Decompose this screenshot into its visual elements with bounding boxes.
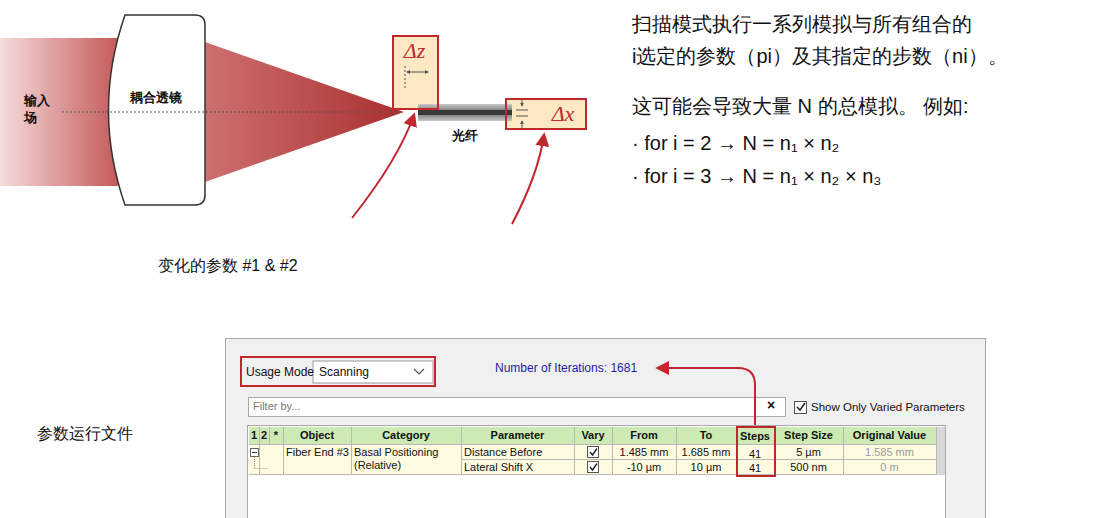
parameter-symbol: Δx xyxy=(543,102,583,126)
checkbox xyxy=(795,402,807,414)
fiber-label: 光纤 xyxy=(452,127,478,144)
clear-button: × xyxy=(767,397,775,413)
table-cell: 0 m xyxy=(843,461,936,474)
software-panel xyxy=(226,339,986,518)
table-cell: -10 µm xyxy=(612,461,676,474)
collapse-icon xyxy=(251,449,259,457)
caption-text: 变化的参数 #1 & #2 xyxy=(158,256,298,277)
field-label: Usage Mode xyxy=(246,364,314,380)
table-cell: Lateral Shift X xyxy=(461,461,574,474)
dropdown xyxy=(313,361,433,383)
table-cell: Distance Before xyxy=(461,446,574,459)
column-header: Step Size xyxy=(774,428,843,443)
dropdown-chevron xyxy=(412,366,426,378)
side-label: 参数运行文件 xyxy=(37,424,133,445)
table-cell: Fiber End #3 xyxy=(283,446,351,459)
check-mark xyxy=(797,403,805,410)
table-cell: 1.485 mm xyxy=(612,446,676,459)
lens-label: 耦合透镜 xyxy=(130,89,182,106)
table-rows xyxy=(249,445,936,475)
dz-ref-line xyxy=(405,66,406,90)
column-header: Steps xyxy=(738,429,772,443)
checkbox xyxy=(588,462,599,473)
delta-z-box: Δz xyxy=(392,35,439,110)
callout-arrow xyxy=(512,135,544,224)
table-gutter xyxy=(936,427,945,475)
column-header: 2 xyxy=(259,428,269,443)
fiber xyxy=(418,104,512,121)
delta-x-box: Δx xyxy=(505,98,587,130)
dx-arrow-bottom xyxy=(522,121,523,128)
dropdown-value: Scanning xyxy=(319,364,369,380)
column-header: Original Value xyxy=(843,428,936,443)
description-text: 扫描模式执行一系列模拟与所有组合的 i选定的参数（pi）及其指定的步数（ni）。 xyxy=(632,8,1052,72)
steps-column-box: Steps 4141 xyxy=(736,426,776,477)
table-cell: 5 µm xyxy=(774,446,843,459)
coupling-lens xyxy=(109,15,206,205)
column-header: To xyxy=(676,428,736,443)
column-header: Vary xyxy=(574,428,612,443)
usage-mode-box: Usage Mode Scanning xyxy=(240,356,436,387)
field-label: 输入 场 xyxy=(24,92,56,126)
table-cell: 500 nm xyxy=(774,461,843,474)
column-header: 1 xyxy=(249,428,259,443)
check-mark xyxy=(590,464,597,471)
formula-text: · for i = 2 → N = n₁ × n₂ xyxy=(632,127,839,159)
check-mark xyxy=(590,449,597,456)
dx-arrow-top xyxy=(522,100,523,106)
table-cell: 41 xyxy=(738,461,772,475)
column-header: From xyxy=(612,428,676,443)
table-cell: 41 xyxy=(738,447,772,461)
parameter-symbol: Δz xyxy=(394,39,435,63)
checkbox xyxy=(588,447,599,458)
table-cell: 1.685 mm xyxy=(676,446,736,459)
checkbox-label: Show Only Varied Parameters xyxy=(811,401,965,413)
column-header: Object xyxy=(283,428,351,443)
dz-arrow xyxy=(407,72,428,73)
description-text: 这可能会导致大量 N 的总模拟。 例如: xyxy=(632,90,969,122)
column-header: Parameter xyxy=(461,428,574,443)
optical-axis xyxy=(62,112,402,113)
column-header: Category xyxy=(351,428,461,443)
table-grid xyxy=(249,427,937,475)
fiber-core xyxy=(418,110,512,115)
table-frame xyxy=(248,426,946,518)
iteration-count: Number of Iterations: 1681 xyxy=(495,361,637,375)
column-header: * xyxy=(269,428,283,443)
callout-arrow xyxy=(658,368,755,425)
table-cell: Basal Positioning (Relative) xyxy=(351,446,461,472)
table-cell: 1.585 mm xyxy=(843,446,936,459)
collapse-icon xyxy=(252,452,257,453)
dx-bar xyxy=(516,116,528,117)
formula-text: · for i = 3 → N = n₁ × n₂ × n₃ xyxy=(632,160,881,192)
table-cell: 10 µm xyxy=(676,461,736,474)
dx-bar xyxy=(516,110,528,111)
callout-arrow xyxy=(352,115,414,218)
tree-line xyxy=(254,457,255,468)
table-header xyxy=(249,427,936,445)
delta-x-fill xyxy=(505,98,585,130)
delta-z-fill xyxy=(392,35,437,110)
filter-box xyxy=(249,398,786,417)
filter-placeholder: Filter by... xyxy=(253,400,300,412)
input-field xyxy=(0,38,118,186)
tree-line xyxy=(255,468,269,469)
